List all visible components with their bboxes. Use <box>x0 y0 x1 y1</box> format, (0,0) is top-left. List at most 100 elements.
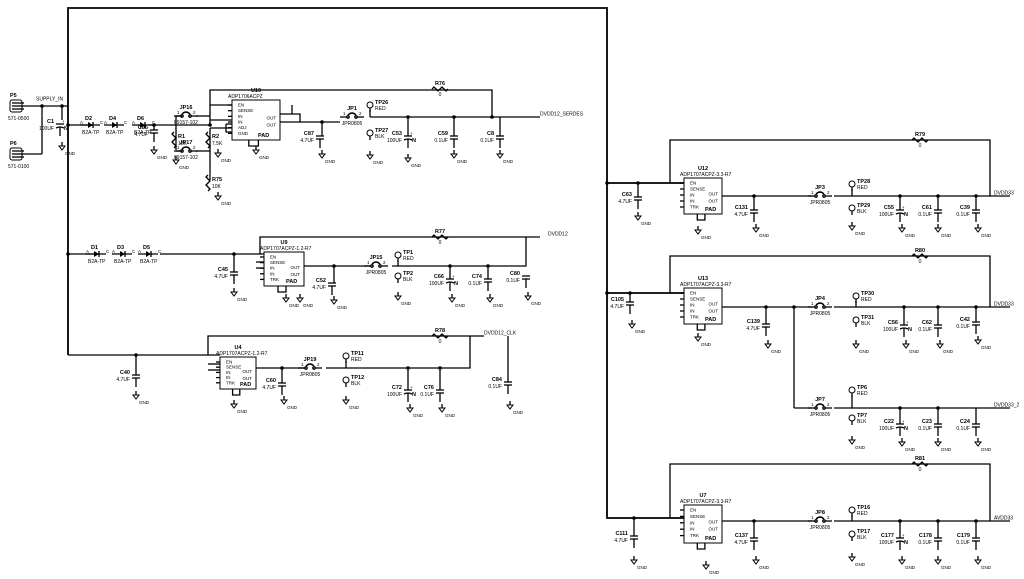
jumper-link <box>347 112 357 116</box>
ground-label: GND <box>531 301 542 306</box>
ground-triangle <box>974 441 982 447</box>
pin-label: IN <box>690 520 695 525</box>
jumper-jp7 <box>808 403 832 410</box>
jumper-part: JPR0805 <box>342 121 363 127</box>
regulator-ref: U10 <box>251 88 261 94</box>
jumper-link <box>815 403 825 407</box>
capacitor-value: 4.7UF <box>614 538 628 544</box>
test-point-ref: TP30 <box>861 291 874 297</box>
pin-label: OUT <box>243 369 253 374</box>
ground-label: GND <box>909 349 920 354</box>
test-point-color: RED <box>351 357 362 363</box>
resistor-body <box>911 137 929 143</box>
jumper-pin <box>814 406 818 410</box>
capacitor-ref: C131 <box>735 205 748 211</box>
test-point-tp28 <box>848 180 856 191</box>
test-point-ref: TP7 <box>857 413 867 419</box>
ground-triangle <box>318 153 326 159</box>
test-point-ring <box>848 180 856 188</box>
jumper-pin1: 1 <box>301 362 304 367</box>
test-point-ring <box>848 530 856 538</box>
capacitor-c63 <box>634 196 642 209</box>
jumper-pin <box>304 366 308 370</box>
ground-label: GND <box>641 221 652 226</box>
ground-symbol <box>496 150 504 159</box>
resistor-r1 <box>171 131 177 149</box>
test-point-color: BLK <box>857 419 867 425</box>
capacitor-ref: C84 <box>492 377 503 383</box>
regulator-u10 <box>228 99 281 147</box>
ground-triangle <box>132 394 140 400</box>
net-label: DVDD33 <box>994 191 1014 197</box>
test-point-tp2 <box>394 272 402 283</box>
ground-triangle <box>214 152 222 158</box>
diode-ref: D3 <box>117 245 124 251</box>
jumper-part: 69157-102 <box>174 155 198 161</box>
pin-label: IN <box>226 375 231 380</box>
diode-cathode: C <box>106 249 110 254</box>
test-point-tp11 <box>342 352 350 363</box>
ground-symbol <box>438 404 446 413</box>
pin-label: TRK <box>690 315 699 320</box>
diode-part: B2A-TP <box>134 130 152 136</box>
ground-triangle <box>404 157 412 163</box>
resistor-r78 <box>431 333 449 339</box>
ground-label: GND <box>445 413 456 418</box>
jumper-jp15 <box>364 261 388 268</box>
regulator-u7 <box>680 504 723 550</box>
wiring <box>24 7 1010 538</box>
capacitor-ref: C23 <box>922 419 932 425</box>
resistor-value: 0 <box>919 467 922 473</box>
capacitor-polarity: + <box>410 385 413 390</box>
capacitor-value: 0.1UF <box>506 278 520 284</box>
ground-symbol <box>764 340 772 349</box>
capacitor-value: 4.7UF <box>116 377 130 383</box>
capacitor-c72 <box>403 389 413 402</box>
jumper-ref: JP8 <box>815 510 825 516</box>
pad-wire <box>696 214 706 221</box>
jumper-pin2: 2 <box>359 111 362 116</box>
capacitor-ref: C63 <box>622 192 632 198</box>
resistor-r76 <box>431 86 449 92</box>
test-point-color: BLK <box>375 134 385 140</box>
ground-symbol <box>934 556 942 565</box>
capacitor-value: 4.7UF <box>618 199 632 205</box>
jumper-pin2: 2 <box>827 190 830 195</box>
capacitor-ref: C53 <box>392 131 402 137</box>
capacitor-ref: C66 <box>434 274 444 280</box>
jumper-pin1: 1 <box>811 190 814 195</box>
jumper-ref: JP7 <box>815 397 825 403</box>
ground-triangle <box>902 343 910 349</box>
capacitor-ref: C178 <box>919 533 932 539</box>
ground-label: GND <box>259 155 270 160</box>
net-label: DVDD12 <box>548 232 568 238</box>
capacitor-value: 100UF <box>879 212 894 218</box>
jumper-jp19 <box>298 363 322 370</box>
regulator-body <box>231 99 281 141</box>
pin-label: OUT <box>291 272 301 277</box>
ground-triangle <box>366 154 374 160</box>
test-point-ref: TP1 <box>403 250 413 256</box>
capacitor-ref: C111 <box>615 531 628 537</box>
ground-triangle <box>898 559 906 565</box>
jumper-jp4 <box>808 302 832 309</box>
ground-triangle <box>848 439 856 445</box>
regulator-body <box>683 504 723 544</box>
ground-triangle <box>628 323 636 329</box>
capacitor-c24 <box>972 423 980 436</box>
resistor-ref: R77 <box>435 229 445 235</box>
jumper-pin <box>814 519 818 523</box>
jumper-part: JPR0805 <box>810 200 831 206</box>
capacitor-c74 <box>484 278 492 291</box>
ground-symbol <box>974 438 982 447</box>
resistor-r80 <box>911 253 929 259</box>
ground-triangle <box>252 149 260 155</box>
capacitor-ref: C76 <box>424 385 434 391</box>
ground-label: GND <box>855 445 866 450</box>
capacitor-c111 <box>630 535 638 548</box>
capacitor-value: 4.7UF <box>734 212 748 218</box>
capacitor-c42 <box>972 321 980 334</box>
ground-label: GND <box>65 151 76 156</box>
ground-triangle <box>296 297 304 303</box>
resistor-ref: R2 <box>212 134 219 140</box>
